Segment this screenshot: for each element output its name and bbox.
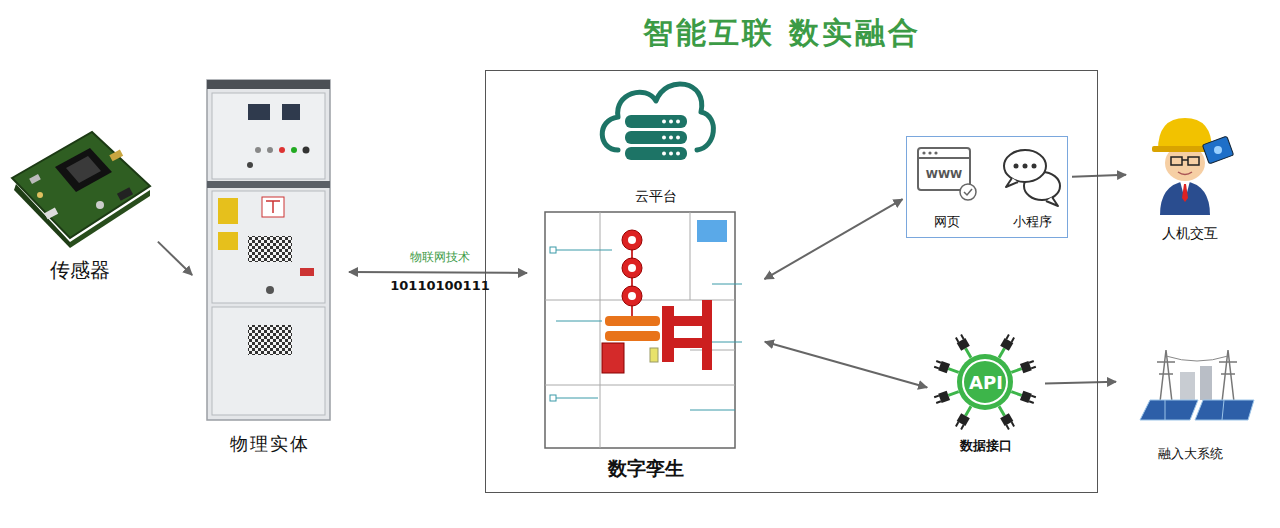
node-label: 融入大系统 xyxy=(1158,446,1223,462)
web-icons xyxy=(918,148,1060,206)
edge-label: 物联网技术 xyxy=(408,250,472,264)
connector-arrow xyxy=(765,342,927,388)
node-label: 云平台 xyxy=(635,188,677,205)
cabinet-node: 物理实体 xyxy=(195,75,345,465)
twin-node: 数字孪生 xyxy=(531,206,761,481)
node-label: 传感器 xyxy=(50,258,110,282)
cloud-icon xyxy=(602,84,713,160)
connector-arrow xyxy=(1045,382,1116,384)
connector-arrow xyxy=(349,271,527,274)
node-label: 小程序 xyxy=(1013,214,1052,230)
bit-stream: 10110100111 xyxy=(390,278,490,294)
icon-text: WWW xyxy=(926,168,962,181)
connector-arrow xyxy=(158,242,192,275)
cloud-node: 云平台 xyxy=(596,76,716,208)
node-label: 网页 xyxy=(934,214,960,230)
api-icon xyxy=(933,334,1036,431)
sensor-picture xyxy=(12,132,150,248)
power-system-picture xyxy=(1140,350,1254,420)
node-label: 物理实体 xyxy=(230,433,310,455)
system-node: 融入大系统 xyxy=(1120,340,1260,470)
node-label: 数据接口 xyxy=(960,438,1012,454)
connector-arrow xyxy=(1072,175,1126,177)
api-node: API 数据接口 xyxy=(931,336,1041,461)
api-text: API xyxy=(969,372,1003,394)
platform-frame: 智能互联 数实融合云平台数字孪生网页小程序API数据接口 xyxy=(485,70,1098,493)
cabinet-picture xyxy=(207,80,330,420)
hmi-node: 人机交互 xyxy=(1130,105,1250,250)
heading: 智能互联 数实融合 xyxy=(643,15,920,51)
web-box: 网页 小程序 xyxy=(906,136,1068,238)
node-label: 数字孪生 xyxy=(608,457,684,480)
node-label: 人机交互 xyxy=(1162,225,1218,242)
sensor-node: 传感器 xyxy=(5,125,155,290)
connector-arrow xyxy=(764,199,902,279)
engineer-picture xyxy=(1152,118,1234,215)
twin-drawing xyxy=(545,212,742,448)
